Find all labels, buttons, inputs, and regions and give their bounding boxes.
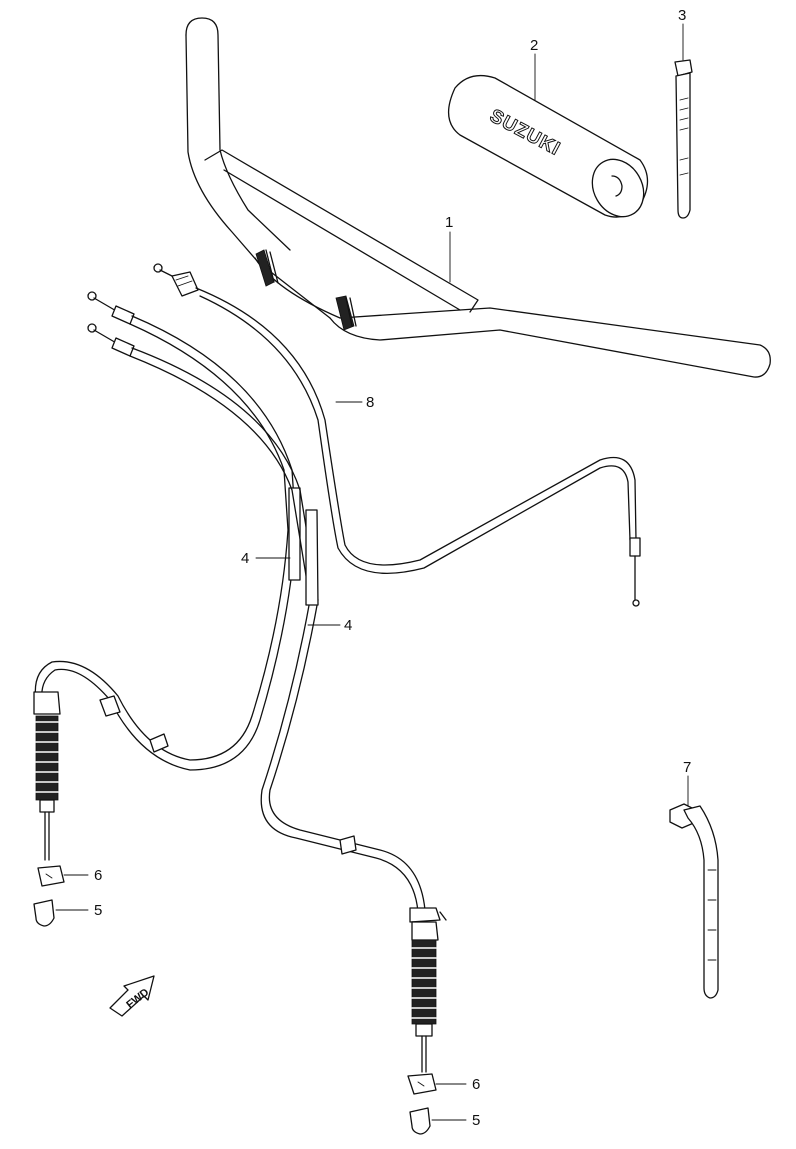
callout-2: 2: [530, 37, 538, 101]
callout-4-lower: 4: [307, 617, 352, 634]
throttle-cable-right: [87, 323, 447, 1073]
callout-8: 8: [335, 394, 374, 411]
callout-3: 3: [678, 7, 686, 61]
callout-4-upper: 4: [241, 550, 291, 567]
callout-number: 7: [683, 759, 691, 776]
callout-5-right: 5: [431, 1112, 480, 1129]
fwd-arrow-icon: FWD: [109, 975, 155, 1017]
callout-number: 8: [366, 394, 374, 411]
handlebar-pad: SUZUKI: [448, 74, 649, 218]
cable-boot-right: [409, 1107, 431, 1135]
callout-number: 6: [94, 867, 102, 884]
callout-number: 4: [344, 617, 352, 634]
knurl-band-left: [255, 249, 279, 287]
callout-5-left: 5: [55, 902, 102, 919]
callout-number: 5: [94, 902, 102, 919]
callout-number: 1: [445, 214, 453, 231]
spring-left: [35, 715, 59, 801]
cable-boot-left: [33, 899, 55, 927]
callout-6-right: 6: [435, 1076, 480, 1093]
callout-6-left: 6: [63, 867, 102, 884]
cable-tie-strap-3: [674, 59, 693, 219]
callout-1: 1: [445, 214, 453, 283]
callout-number: 2: [530, 37, 538, 54]
callout-7: 7: [683, 759, 691, 807]
callout-number: 4: [241, 550, 249, 567]
cable-cap-right: [407, 1073, 437, 1095]
callout-number: 6: [472, 1076, 480, 1093]
cable-cap-left: [37, 865, 65, 887]
spring-right: [411, 939, 437, 1025]
callout-number: 3: [678, 7, 686, 24]
clamp-strap-7: [669, 803, 719, 999]
throttle-cable-left: [33, 291, 301, 861]
callout-number: 5: [472, 1112, 480, 1129]
handlebar: [185, 17, 771, 378]
clutch-cable: [153, 263, 641, 607]
knurl-band-right: [335, 295, 357, 331]
